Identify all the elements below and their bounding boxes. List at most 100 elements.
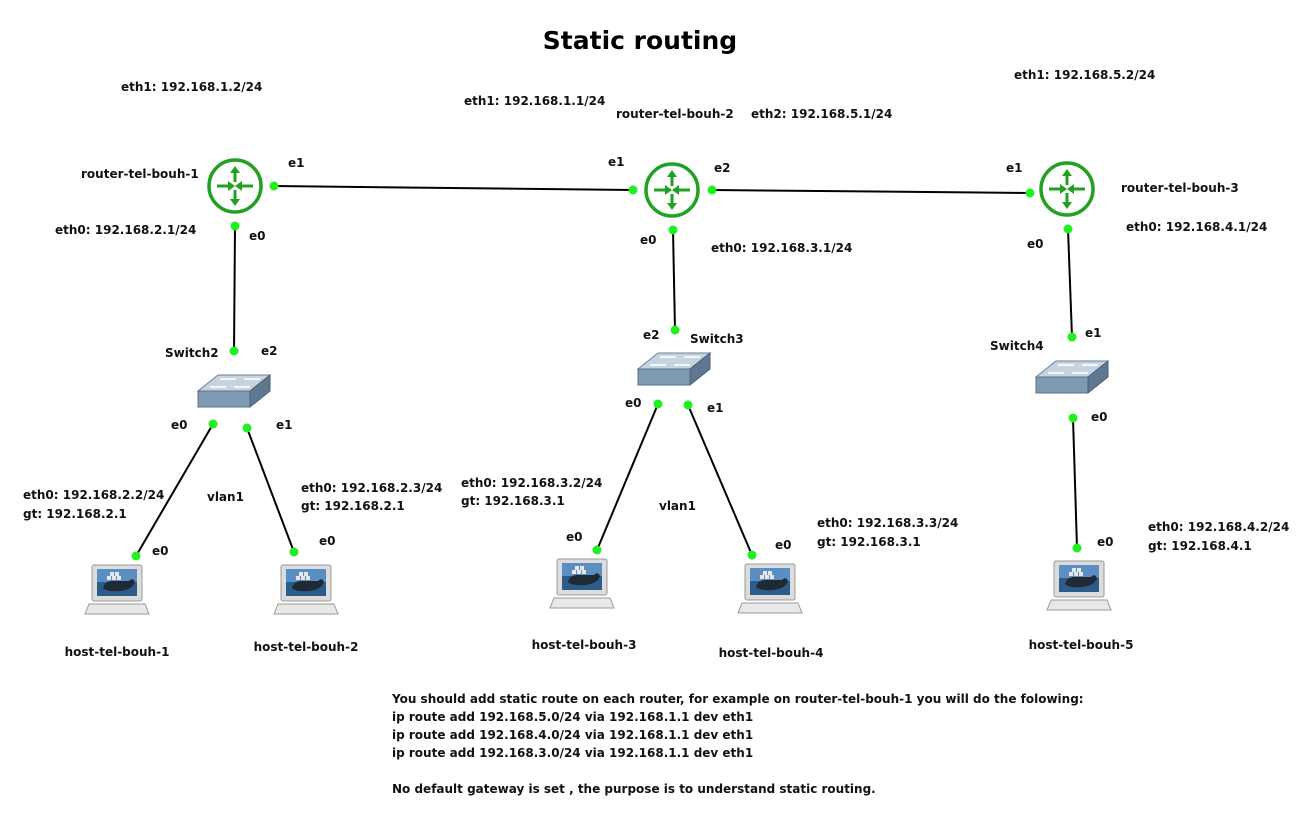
host-gateway-label: gt: 192.168.2.1 [23, 507, 127, 521]
note-line: ip route add 192.168.4.0/24 via 192.168.… [392, 728, 753, 742]
port-dot [707, 185, 717, 195]
link-router1-router2 [273, 185, 634, 191]
link-router3-switch4 [1067, 228, 1073, 338]
port-dot [653, 399, 663, 409]
host-name: host-tel-bouh-2 [254, 640, 359, 654]
host-1[interactable]: host-tel-bouh-1 eth0: 192.168.2.2/24 gt:… [23, 488, 169, 659]
port-dot [242, 423, 252, 433]
router-interface-label: eth1: 192.168.5.2/24 [1014, 68, 1155, 82]
router-1[interactable]: router-tel-bouh-1 eth1: 192.168.1.2/24 e… [55, 80, 263, 237]
port-label: e0 [319, 534, 336, 548]
host-ip-label: eth0: 192.168.2.2/24 [23, 488, 164, 502]
switch-2[interactable]: Switch2 vlan1 [165, 346, 271, 504]
vlan-label: vlan1 [207, 490, 244, 504]
link-router2-switch3 [672, 229, 676, 331]
port-label: e0 [171, 418, 188, 432]
host-name: host-tel-bouh-5 [1029, 638, 1134, 652]
note-line: No default gateway is set , the purpose … [392, 782, 876, 796]
docker-host-laptop-icon [84, 564, 150, 615]
link-switch3-host4 [687, 404, 753, 556]
router-icon [1039, 161, 1095, 217]
router-interface-label: eth0: 192.168.4.1/24 [1126, 220, 1267, 234]
docker-host-laptop-icon [549, 558, 615, 609]
port-label: e1 [1085, 326, 1102, 340]
docker-host-laptop-icon [737, 563, 803, 614]
port-dot [229, 346, 239, 356]
port-dot [1025, 188, 1035, 198]
host-4[interactable]: host-tel-bouh-4 eth0: 192.168.3.3/24 gt:… [719, 516, 959, 660]
switch-name: Switch2 [165, 346, 219, 360]
port-label: e0 [625, 396, 642, 410]
note-line: You should add static route on each rout… [391, 692, 1084, 706]
host-gateway-label: gt: 192.168.3.1 [817, 535, 921, 549]
port-label: e2 [643, 328, 660, 342]
page-title: Static routing [543, 26, 737, 55]
docker-host-laptop-icon [1046, 560, 1112, 611]
port-dot [683, 400, 693, 410]
port-label: e1 [608, 155, 625, 169]
port-dot [1072, 543, 1082, 553]
link-switch2-host1 [135, 423, 214, 557]
router-name: router-tel-bouh-2 [616, 107, 734, 121]
router-2[interactable]: router-tel-bouh-2 eth1: 192.168.1.1/24 e… [464, 94, 892, 255]
router-icon [207, 158, 263, 214]
ethernet-switch-icon [1035, 360, 1109, 394]
port-label: e1 [288, 156, 305, 170]
host-ip-label: eth0: 192.168.2.3/24 [301, 481, 442, 495]
link-switch3-host3 [596, 403, 659, 551]
link-router1-switch2 [233, 225, 236, 352]
ethernet-switch-icon [197, 374, 271, 408]
port-dot [1067, 332, 1077, 342]
port-dot [208, 419, 218, 429]
host-ip-label: eth0: 192.168.3.3/24 [817, 516, 958, 530]
port-label: e0 [249, 229, 266, 243]
router-interface-label: eth0: 192.168.3.1/24 [711, 241, 852, 255]
docker-host-laptop-icon [273, 564, 339, 615]
port-dot [668, 225, 678, 235]
port-label: e0 [1091, 410, 1108, 424]
note-line: ip route add 192.168.5.0/24 via 192.168.… [392, 710, 753, 724]
host-name: host-tel-bouh-3 [532, 638, 637, 652]
port-dot [628, 185, 638, 195]
router-interface-label: eth0: 192.168.2.1/24 [55, 223, 196, 237]
host-gateway-label: gt: 192.168.3.1 [461, 494, 565, 508]
host-ip-label: eth0: 192.168.3.2/24 [461, 476, 602, 490]
port-dot [670, 325, 680, 335]
links [135, 185, 1078, 557]
host-name: host-tel-bouh-1 [65, 645, 170, 659]
host-name: host-tel-bouh-4 [719, 646, 824, 660]
port-label: e0 [566, 530, 583, 544]
link-switch4-host5 [1072, 417, 1078, 549]
vlan-label: vlan1 [659, 499, 696, 513]
port-label: e0 [1097, 535, 1114, 549]
ports [131, 181, 1082, 561]
host-ip-label: eth0: 192.168.4.2/24 [1148, 520, 1289, 534]
switch-3[interactable]: Switch3 vlan1 [637, 332, 744, 513]
port-dot [289, 547, 299, 557]
port-label: e2 [714, 161, 731, 175]
switch-name: Switch4 [990, 339, 1044, 353]
host-3[interactable]: host-tel-bouh-3 eth0: 192.168.3.2/24 gt:… [461, 476, 636, 652]
router-icon [644, 162, 700, 218]
port-dot [131, 551, 141, 561]
router-interface-label: eth1: 192.168.1.2/24 [121, 80, 262, 94]
router-interface-label: eth2: 192.168.5.1/24 [751, 107, 892, 121]
router-interface-label: eth1: 192.168.1.1/24 [464, 94, 605, 108]
port-label: e2 [261, 344, 278, 358]
port-label: e0 [1027, 237, 1044, 251]
port-label: e1 [707, 401, 724, 415]
port-dot [592, 545, 602, 555]
router-3[interactable]: router-tel-bouh-3 eth1: 192.168.5.2/24 e… [1014, 68, 1267, 234]
host-2[interactable]: host-tel-bouh-2 eth0: 192.168.2.3/24 gt:… [254, 481, 443, 654]
port-label: e1 [1006, 161, 1023, 175]
ethernet-switch-icon [637, 352, 711, 386]
host-gateway-label: gt: 192.168.2.1 [301, 499, 405, 513]
host-5[interactable]: host-tel-bouh-5 eth0: 192.168.4.2/24 gt:… [1029, 520, 1290, 652]
router-name: router-tel-bouh-3 [1121, 181, 1239, 195]
router-name: router-tel-bouh-1 [81, 167, 199, 181]
port-label: e0 [775, 538, 792, 552]
port-label: e1 [276, 418, 293, 432]
switch-4[interactable]: Switch4 [990, 339, 1109, 394]
port-label: e0 [152, 544, 169, 558]
